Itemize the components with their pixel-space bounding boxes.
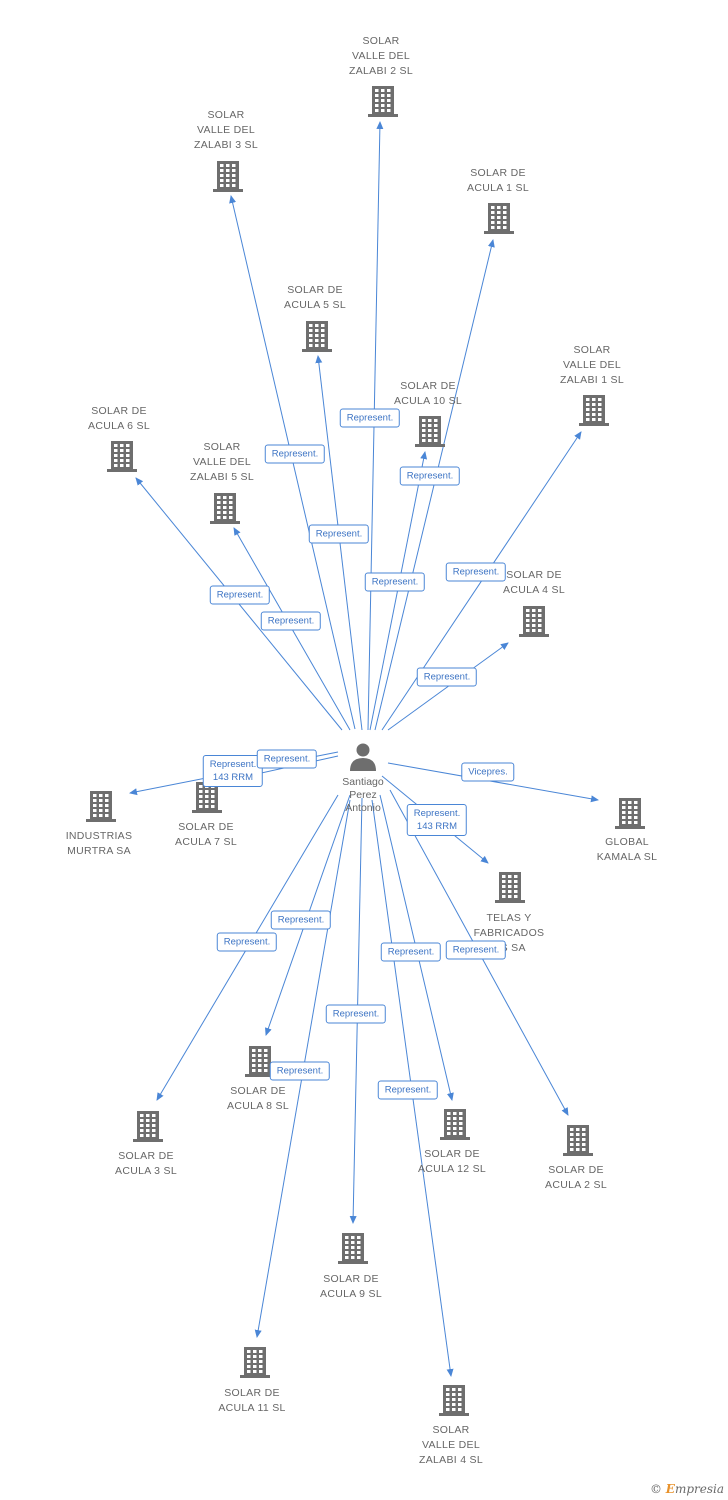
node-label-acula11[interactable]: SOLAR DE ACULA 11 SL <box>218 1387 286 1414</box>
building-icon[interactable] <box>519 606 549 637</box>
edge-label-zalabi5[interactable]: Represent. <box>260 611 322 631</box>
edge-label-acula11[interactable]: Represent. <box>269 1061 331 1081</box>
building-icon[interactable] <box>415 416 445 447</box>
building-icon[interactable] <box>484 203 514 234</box>
building-icon[interactable] <box>213 161 243 192</box>
building-icon[interactable] <box>615 798 645 829</box>
building-icon[interactable] <box>107 441 137 472</box>
node-label-zalabi1[interactable]: SOLAR VALLE DEL ZALABI 1 SL <box>560 344 624 386</box>
edge-line-kamala <box>387 762 599 803</box>
edge-label-acula1[interactable]: Represent. <box>399 466 461 486</box>
node-label-acula12[interactable]: SOLAR DE ACULA 12 SL <box>417 1148 487 1175</box>
edge-label-telas[interactable]: Represent. 143 RRM <box>406 804 468 836</box>
node-label-zalabi4[interactable]: SOLAR VALLE DEL ZALABI 4 SL <box>419 1424 483 1466</box>
edge-label-zalabi1[interactable]: Represent. <box>445 562 507 582</box>
node-label-zalabi3[interactable]: SOLAR VALLE DEL ZALABI 3 SL <box>194 109 258 151</box>
building-icon[interactable] <box>210 493 240 524</box>
brand-name: mpresia <box>674 1482 724 1496</box>
node-label-acula4[interactable]: SOLAR DE ACULA 4 SL <box>503 569 565 596</box>
person-icon[interactable] <box>350 743 376 772</box>
building-icon[interactable] <box>579 395 609 426</box>
edge-label-acula5[interactable]: Represent. <box>308 524 370 544</box>
edge-label-acula10[interactable]: Represent. <box>364 572 426 592</box>
building-icon[interactable] <box>563 1125 593 1156</box>
node-label-zalabi5[interactable]: SOLAR VALLE DEL ZALABI 5 SL <box>190 441 254 483</box>
node-label-acula3[interactable]: SOLAR DE ACULA 3 SL <box>115 1150 177 1177</box>
node-label-acula2[interactable]: SOLAR DE ACULA 2 SL <box>545 1164 607 1191</box>
edge-label-acula12[interactable]: Represent. <box>380 942 442 962</box>
node-label-murtra[interactable]: INDUSTRIAS MURTRA SA <box>65 830 133 857</box>
building-icon[interactable] <box>495 872 525 903</box>
edge-label-acula8[interactable]: Represent. <box>270 910 332 930</box>
copyright-footer: © Empresia <box>650 1482 724 1496</box>
edge-label-acula3[interactable]: Represent. <box>216 932 278 952</box>
brand-initial: E <box>665 1482 675 1496</box>
copyright-symbol: © <box>649 1482 662 1496</box>
node-label-acula9[interactable]: SOLAR DE ACULA 9 SL <box>320 1273 382 1300</box>
edge-label-acula9[interactable]: Represent. <box>325 1004 387 1024</box>
building-icon[interactable] <box>440 1109 470 1140</box>
center-person-name[interactable]: Santiago Perez Antonio <box>342 776 384 814</box>
node-label-zalabi2[interactable]: SOLAR VALLE DEL ZALABI 2 SL <box>349 35 413 77</box>
building-icon[interactable] <box>86 791 116 822</box>
edge-label-acula2[interactable]: Represent. <box>445 940 507 960</box>
building-icon[interactable] <box>240 1347 270 1378</box>
node-label-acula7[interactable]: SOLAR DE ACULA 7 SL <box>175 821 237 848</box>
building-icon[interactable] <box>133 1111 163 1142</box>
node-label-acula1[interactable]: SOLAR DE ACULA 1 SL <box>467 167 529 194</box>
building-icon[interactable] <box>338 1233 368 1264</box>
node-label-acula8[interactable]: SOLAR DE ACULA 8 SL <box>227 1085 289 1112</box>
edge-label-zalabi3[interactable]: Represent. <box>264 444 326 464</box>
building-icon[interactable] <box>192 782 222 813</box>
node-label-telas[interactable]: TELAS Y FABRICADOS OS SA <box>473 912 545 954</box>
edge-label-acula7[interactable]: Represent. <box>256 749 318 769</box>
node-label-acula10[interactable]: SOLAR DE ACULA 10 SL <box>393 380 463 407</box>
building-icon[interactable] <box>245 1046 275 1077</box>
building-icon[interactable] <box>302 321 332 352</box>
node-label-acula6[interactable]: SOLAR DE ACULA 6 SL <box>88 405 150 432</box>
edge-label-acula6[interactable]: Represent. <box>209 585 271 605</box>
edge-label-kamala[interactable]: Vicepres. <box>461 762 515 782</box>
building-icon[interactable] <box>439 1385 469 1416</box>
building-icon[interactable] <box>368 86 398 117</box>
edge-label-zalabi4[interactable]: Represent. <box>377 1080 439 1100</box>
edge-label-zalabi2[interactable]: Represent. <box>339 408 401 428</box>
node-label-kamala[interactable]: GLOBAL KAMALA SL <box>596 836 658 863</box>
edge-label-murtra[interactable]: Represent. 143 RRM <box>202 755 264 787</box>
node-label-acula5[interactable]: SOLAR DE ACULA 5 SL <box>284 284 346 311</box>
edge-label-acula4[interactable]: Represent. <box>416 667 478 687</box>
edge-line-acula4 <box>387 642 509 731</box>
